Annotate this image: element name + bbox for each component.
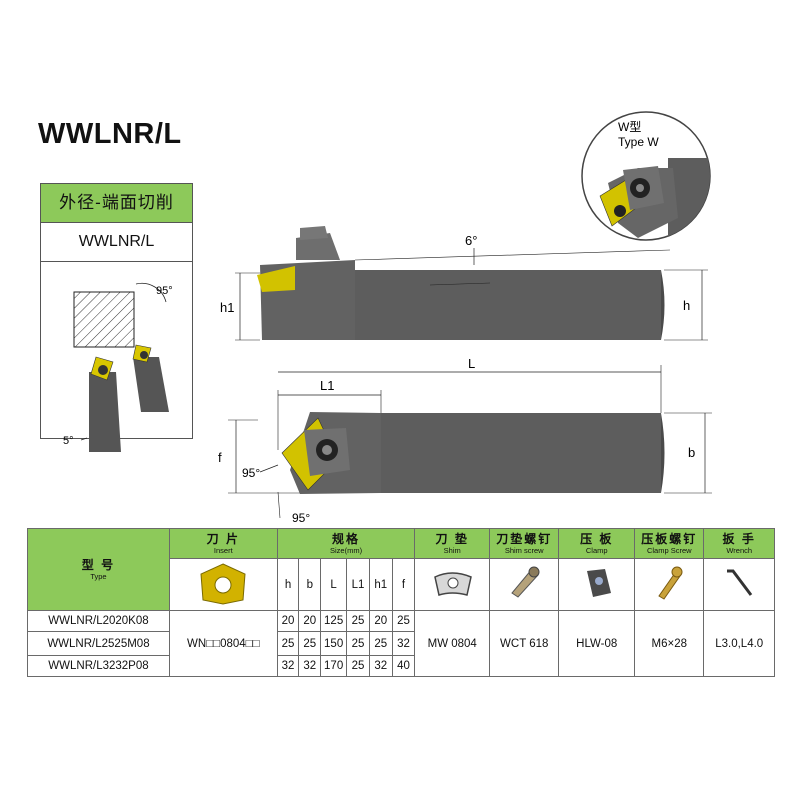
insert-detail-callout: W型 Type W	[581, 111, 711, 241]
side-view: 6° h1 h	[220, 226, 708, 341]
cell-h: 32	[276, 655, 300, 677]
cell-L: 170	[320, 655, 348, 677]
cell-b: 20	[298, 610, 322, 632]
dim-label-b: b	[688, 445, 695, 460]
clamp-image	[558, 558, 636, 611]
shim-code: MW 0804	[414, 610, 491, 677]
cell-L1: 25	[346, 655, 370, 677]
size-col-h1: h1	[368, 558, 393, 611]
cell-L: 125	[320, 610, 348, 632]
insert-image	[168, 558, 278, 611]
angle-label-6: 6°	[465, 233, 477, 248]
insert-type-en: Type W	[618, 135, 659, 149]
table-row: WWLNR/L2020K08 WN□□0804□□ 20 20 125 25 2…	[27, 610, 775, 677]
cell-b: 25	[298, 631, 322, 656]
operation-name: 外径-端面切削	[41, 184, 192, 223]
wrench-image	[703, 558, 775, 611]
row-type: WWLNR/L3232P08	[27, 655, 170, 677]
dim-label-L1: L1	[320, 378, 334, 393]
angle-label-95-bottom: 95°	[292, 511, 310, 525]
clamp-code: HLW-08	[558, 610, 636, 677]
insert-icon	[200, 563, 246, 605]
page-title: WWLNR/L	[38, 118, 182, 150]
tool-drawing: 6° h1 h L L1 f	[218, 226, 712, 525]
angle-label-95-left: 95°	[242, 466, 260, 480]
size-col-L1: L1	[346, 558, 370, 611]
table-row: WWLNR/L2525M08 25 25 150 25 25 32	[27, 631, 775, 656]
shim-image	[414, 558, 491, 611]
row-type: WWLNR/L2525M08	[27, 631, 170, 656]
size-col-L: L	[320, 558, 348, 611]
cell-f: 40	[391, 655, 416, 677]
shim-screw-icon	[511, 566, 540, 598]
angle-label-5: 5°	[63, 435, 74, 447]
shim-screw-code: WCT 618	[489, 610, 560, 677]
clamp-screw-image	[634, 558, 705, 611]
insert-code: WN□□0804□□	[168, 610, 278, 677]
insert-screw-1	[98, 365, 108, 375]
side-clamp	[296, 233, 340, 260]
operation-code: WWLNR/L	[41, 223, 192, 262]
cell-h: 25	[276, 631, 300, 656]
cell-h: 20	[276, 610, 300, 632]
row-type: WWLNR/L2020K08	[27, 610, 170, 632]
cell-h1: 25	[368, 631, 393, 656]
wrench-icon	[727, 569, 753, 596]
size-col-h: h	[276, 558, 300, 611]
side-shank	[355, 270, 661, 340]
size-col-b: b	[298, 558, 322, 611]
insert-type-cn: W型	[618, 120, 641, 134]
tool-shank-2	[133, 357, 169, 412]
table-row: WWLNR/L3232P08 32 32 170 25 32 40	[27, 655, 775, 677]
size-col-f: f	[391, 558, 416, 611]
cell-f: 32	[391, 631, 416, 656]
clamp-icon	[586, 569, 611, 597]
wrench-code: L3.0,L4.0	[703, 610, 775, 677]
tool-shank-1	[89, 372, 121, 452]
workpiece	[73, 291, 135, 348]
angle-arc-95	[135, 282, 167, 303]
dim-label-f: f	[218, 450, 222, 465]
dim-label-h1: h1	[220, 300, 234, 315]
clamp-screw-icon	[658, 566, 683, 600]
shim-screw-image	[489, 558, 560, 611]
cell-L: 150	[320, 631, 348, 656]
cell-f: 25	[391, 610, 416, 632]
cell-L1: 25	[346, 631, 370, 656]
insert-screw-2	[140, 351, 148, 359]
cell-h1: 32	[368, 655, 393, 677]
operation-diagram: 95° 5°	[63, 282, 173, 452]
shim-icon	[434, 572, 473, 596]
dim-label-h: h	[683, 298, 690, 313]
cell-L1: 25	[346, 610, 370, 632]
dim-label-L: L	[468, 356, 475, 371]
top-view: L L1 f b 95° 95°	[218, 356, 712, 525]
top-shank	[381, 413, 661, 493]
cell-h1: 20	[368, 610, 393, 632]
cell-b: 32	[298, 655, 322, 677]
operation-box: 外径-端面切削 WWLNR/L 95° 5°	[40, 183, 193, 452]
side-insert	[257, 266, 295, 292]
clamp-screw-code: M6×28	[634, 610, 705, 677]
angle-label-95: 95°	[156, 285, 173, 297]
